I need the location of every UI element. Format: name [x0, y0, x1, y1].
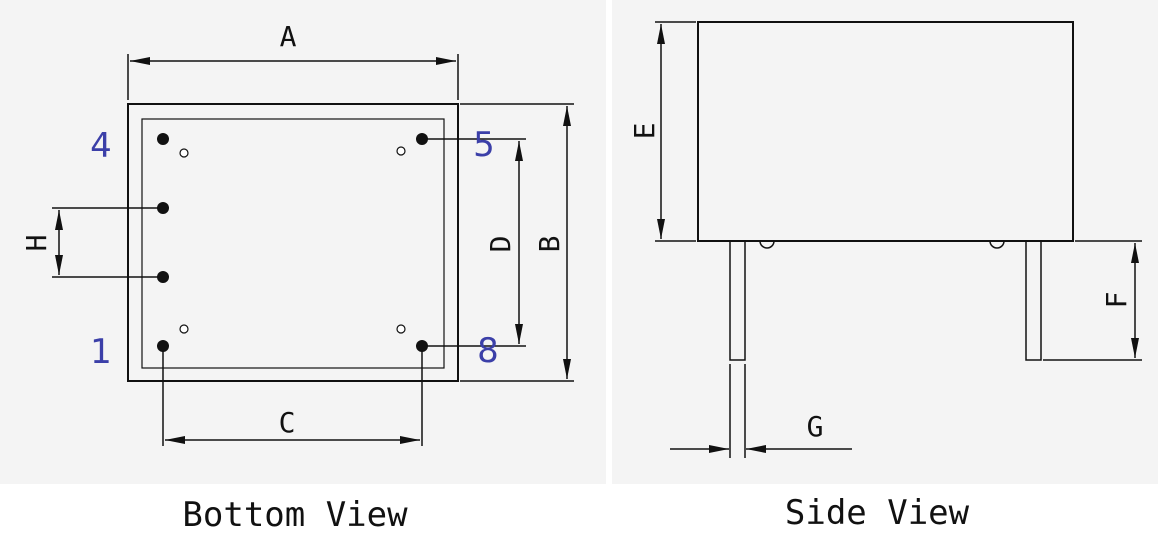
side-view-pins — [729, 240, 1042, 361]
pin-label-5: 5 — [473, 125, 495, 165]
standoff-hole — [396, 324, 406, 334]
pin-label-4: 4 — [90, 126, 112, 166]
label-E: E — [628, 123, 661, 140]
bottom-view-caption: Bottom View — [182, 495, 408, 535]
dim-G — [670, 364, 852, 458]
side-view-standoffs — [759, 240, 1005, 249]
bottom-view-outline — [127, 103, 459, 382]
label-A: A — [280, 20, 297, 53]
dim-F — [1043, 240, 1142, 361]
label-F: F — [1100, 292, 1133, 309]
dim-A — [127, 54, 459, 100]
standoff-hole — [179, 148, 189, 158]
pin-label-8: 8 — [477, 331, 499, 371]
pin-label-1: 1 — [90, 332, 112, 372]
label-D: D — [484, 236, 517, 253]
dim-E — [655, 21, 696, 242]
dim-D — [422, 138, 526, 347]
pin-4 — [157, 133, 169, 145]
label-H: H — [20, 235, 53, 252]
bottom-view-panel — [0, 0, 606, 484]
label-G: G — [807, 410, 824, 443]
pin-1 — [157, 340, 169, 352]
dim-H — [52, 207, 163, 278]
pin-8 — [416, 340, 428, 352]
label-C: C — [279, 406, 296, 439]
standoff-hole — [179, 324, 189, 334]
dim-B — [460, 103, 574, 382]
pin-3 — [157, 202, 169, 214]
label-B: B — [533, 236, 566, 253]
pin-5 — [416, 133, 428, 145]
pin-2 — [157, 271, 169, 283]
side-view-caption: Side View — [785, 493, 970, 533]
side-view-body — [697, 21, 1074, 242]
dim-C — [162, 346, 423, 446]
standoff-hole — [396, 146, 406, 156]
